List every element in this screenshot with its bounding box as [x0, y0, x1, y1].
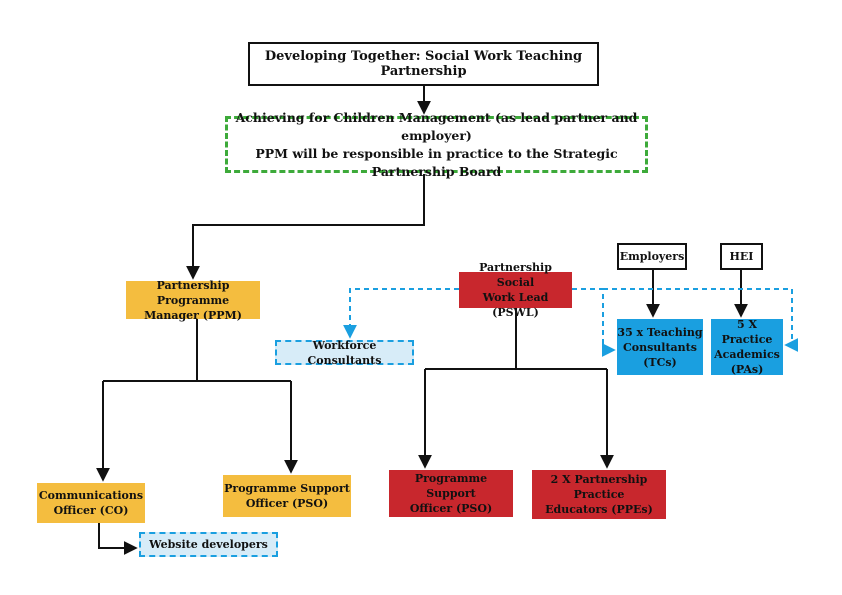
hei-label: HEI	[729, 250, 754, 263]
teaching-consultants-box: 35 x Teaching Consultants (TCs)	[617, 319, 703, 375]
connector-pswl-to-pas	[603, 288, 799, 352]
hei-box: HEI	[720, 243, 763, 270]
practice-educators-box: 2 X Partnership Practice Educators (PPEs…	[532, 470, 666, 519]
pso-right-label: Programme Support Officer (PSO)	[409, 472, 493, 515]
title-box: Developing Together: Social Work Teachin…	[248, 42, 599, 86]
connector-ppm-trunk	[103, 319, 291, 382]
pso-left-box: Programme Support Officer (PSO)	[223, 475, 351, 517]
pswl-label: Partnership Social Work Lead (PSWL)	[479, 261, 552, 319]
employers-label: Employers	[619, 250, 685, 263]
pso-right-box: Programme Support Officer (PSO)	[389, 470, 513, 517]
connector-pswl-to-tcs	[572, 288, 616, 357]
workforce-consultants-label: Workforce Consultants	[307, 338, 382, 367]
workforce-consultants-box: Workforce Consultants	[275, 338, 414, 367]
connector-lead-to-ppm	[186, 174, 425, 280]
connector-pswl-to-workforce	[343, 288, 459, 339]
teaching-consultants-label: 35 x Teaching Consultants (TCs)	[617, 325, 703, 369]
connector-co-to-website	[98, 523, 138, 555]
ppm-box: Partnership Programme Manager (PPM)	[126, 279, 260, 322]
pswl-box: Partnership Social Work Lead (PSWL)	[459, 261, 572, 319]
title-label: Developing Together: Social Work Teachin…	[264, 49, 583, 79]
lead-partner-label: Achieving for Children Management (as le…	[235, 109, 638, 179]
communications-officer-box: Communications Officer (CO)	[37, 483, 145, 523]
communications-officer-label: Communications Officer (CO)	[38, 489, 144, 517]
pso-left-label: Programme Support Officer (PSO)	[224, 482, 350, 510]
practice-educators-label: 2 X Partnership Practice Educators (PPEs…	[545, 473, 653, 516]
website-developers-box: Website developers	[139, 532, 278, 557]
website-developers-label: Website developers	[149, 538, 268, 551]
practice-academics-box: 5 X Practice Academics (PAs)	[711, 318, 783, 376]
employers-box: Employers	[617, 243, 687, 270]
lead-partner-box: Achieving for Children Management (as le…	[225, 110, 648, 179]
practice-academics-label: 5 X Practice Academics (PAs)	[714, 318, 780, 376]
connector-pswl-trunk	[425, 308, 607, 370]
ppm-label: Partnership Programme Manager (PPM)	[144, 278, 242, 322]
